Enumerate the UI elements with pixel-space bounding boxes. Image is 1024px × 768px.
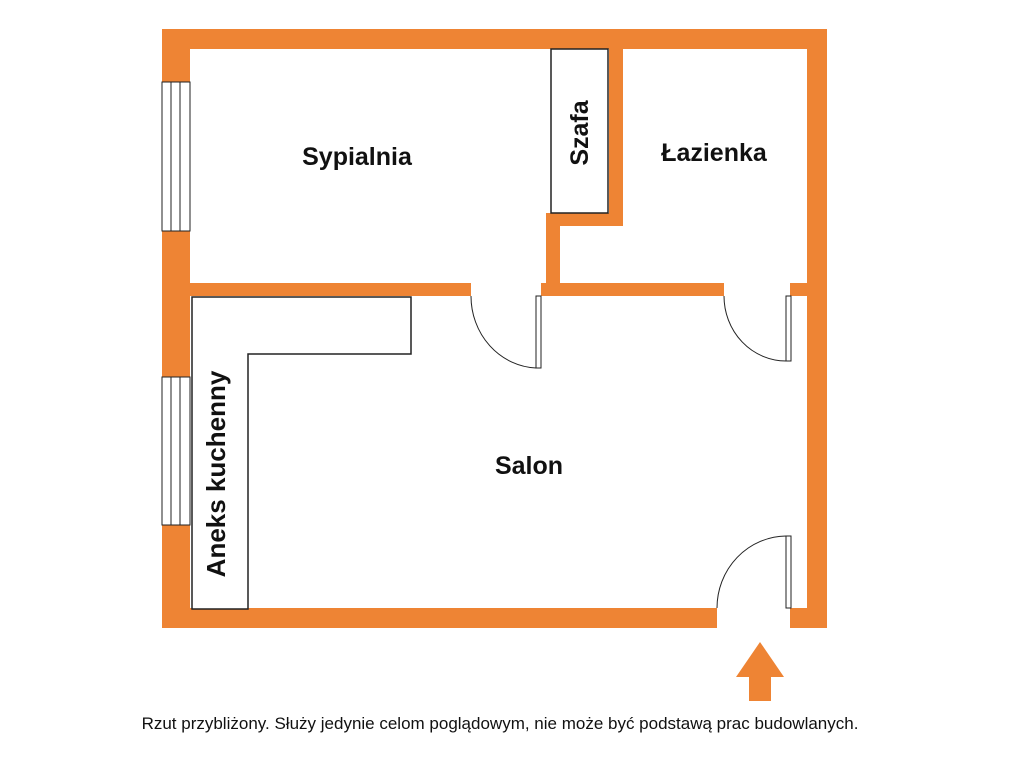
window-bedroom [161,81,191,232]
entrance-arrow-icon [736,642,784,701]
interior-walls [190,49,807,296]
door-bedroom [470,295,542,369]
wall-left-top [162,29,190,82]
room-label-bedroom: Sypialnia [302,143,413,171]
wall-bathroom-left [609,49,623,226]
windows [161,81,191,526]
room-label-living-room: Salon [495,452,563,480]
wall-right-upper [807,29,827,296]
wall-bedroom-salon-left [190,283,471,296]
wall-bedroom-salon-right [541,283,724,296]
wall-bathroom-stub [546,213,560,283]
wall-bottom-right [790,608,827,628]
room-label-bathroom: Łazienka [661,139,768,167]
wall-right-lower [807,536,827,628]
disclaimer-text: Rzut przybliżony. Służy jedynie celom po… [141,714,859,733]
room-label-wardrobe: Szafa [566,99,594,165]
wall-top [162,29,827,49]
wall-right-middle [807,296,827,536]
wall-left-middle [162,231,190,377]
room-label-kitchenette: Aneks kuchenny [201,370,231,577]
window-kitchen [161,376,191,526]
door-entrance [716,535,792,609]
wall-bathroom-salon-right [790,283,807,296]
wall-bottom-left [162,608,717,628]
wall-left-bottom [162,525,190,628]
wall-wardrobe-bottom [546,213,623,226]
kitchen-counter [191,296,412,610]
doors [470,295,792,609]
door-bathroom [723,295,792,362]
wardrobe-outline [550,48,609,214]
outer-walls [162,29,827,628]
